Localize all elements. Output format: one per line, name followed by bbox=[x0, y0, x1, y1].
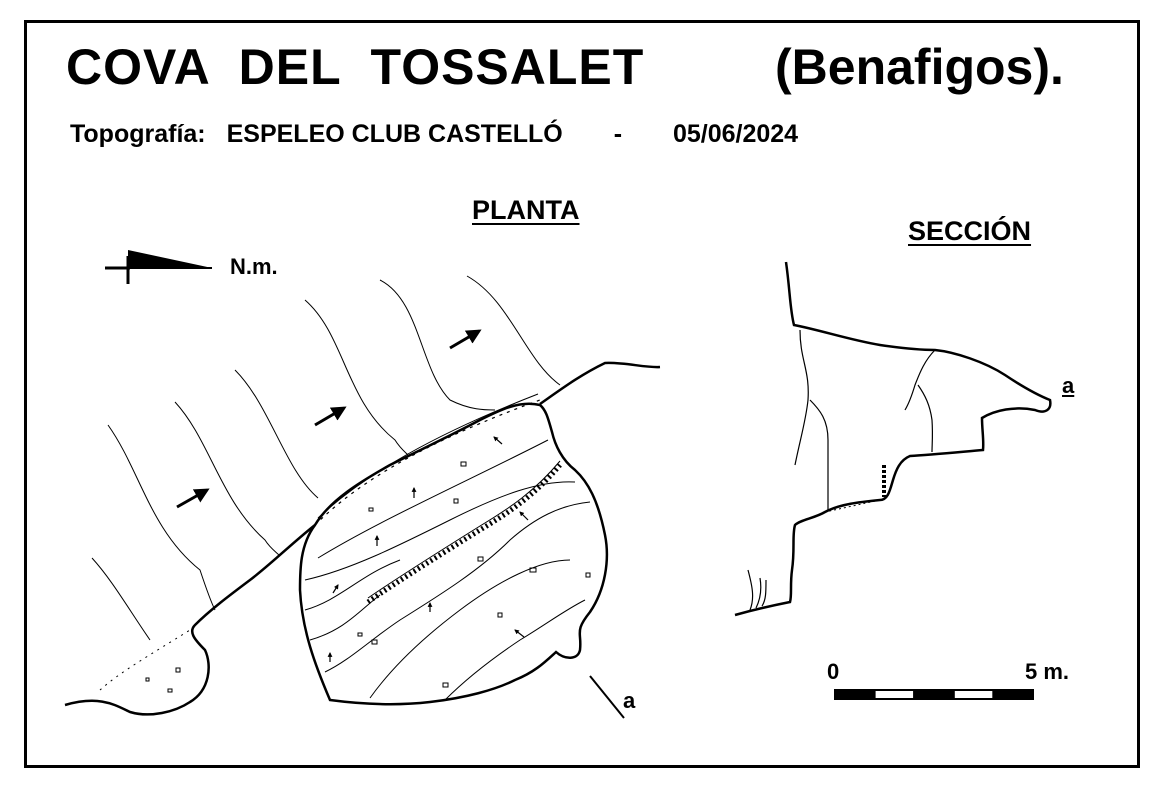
cave-title: COVA DEL TOSSALET bbox=[66, 39, 645, 95]
terrain-outline bbox=[64, 361, 661, 716]
cave-plan bbox=[298, 393, 609, 706]
scree-patch bbox=[99, 629, 191, 693]
plan-section-line bbox=[589, 675, 625, 719]
plan-section-marker: a bbox=[623, 688, 636, 713]
credit-label: Topografía: bbox=[70, 120, 206, 148]
scale-bar-segment bbox=[834, 689, 876, 700]
section-marker: a bbox=[1062, 373, 1075, 398]
section-heading: SECCIÓN bbox=[908, 216, 1032, 246]
cave-locality: (Benafigos). bbox=[775, 39, 1064, 95]
cave-section bbox=[734, 261, 1052, 617]
scale-start-label: 0 bbox=[827, 659, 840, 684]
north-label: N.m. bbox=[230, 254, 278, 279]
slope-arrows bbox=[176, 329, 482, 509]
scale-bar bbox=[834, 689, 1035, 700]
scale-end-label: 5 m. bbox=[1025, 659, 1070, 684]
plan-heading: PLANTA bbox=[472, 195, 580, 225]
credits-line: Topografía: ESPELEO CLUB CASTELLÓ - 05/0… bbox=[70, 122, 798, 147]
scale-bar-segment bbox=[873, 689, 916, 700]
slope-contours bbox=[91, 275, 561, 641]
north-arrow-icon bbox=[105, 250, 212, 284]
scale-bar-segment bbox=[952, 689, 995, 700]
scale-bar-segment bbox=[992, 689, 1035, 700]
sheet-frame bbox=[24, 20, 1140, 768]
scale-bar-segment bbox=[913, 689, 955, 700]
credit-date: 05/06/2024 bbox=[672, 120, 799, 148]
credit-team: ESPELEO CLUB CASTELLÓ bbox=[226, 120, 563, 148]
credit-separator: - bbox=[613, 120, 623, 148]
